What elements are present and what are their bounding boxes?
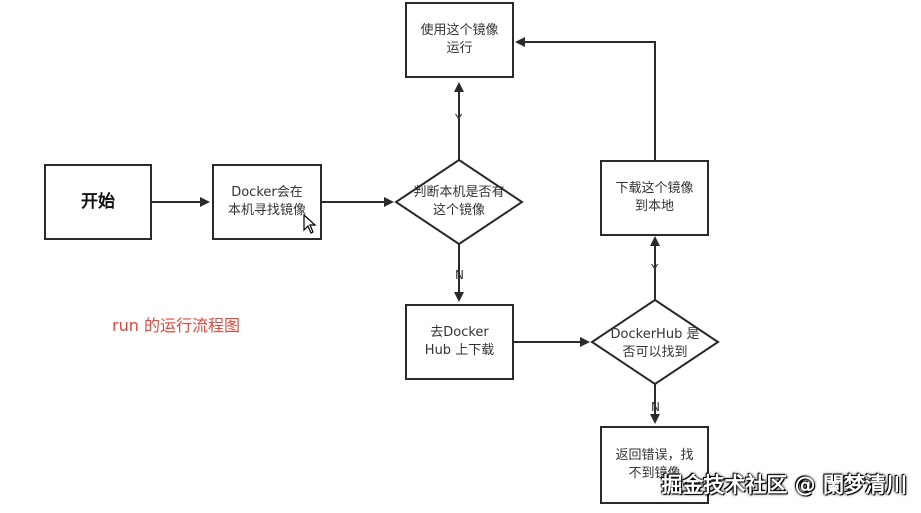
start-node: 开始 [44, 164, 152, 240]
return-error-line1: 返回错误，找 [615, 448, 694, 463]
go-dockerhub-line2: Hub 上下载 [424, 343, 495, 358]
use-image-line1: 使用这个镜像 [420, 23, 499, 38]
hub-found-decision-text: DockerHub 是 否可以找到 [600, 326, 710, 362]
start-label: 开始 [81, 192, 115, 212]
edge-label-yes-use: Y [455, 112, 463, 126]
watermark: 掘金技术社区 @ 闌梦清川 [661, 473, 907, 497]
return-error-node: 返回错误，找 不到镜像 [600, 426, 709, 504]
edge-label-no-gohub: N [455, 268, 464, 282]
has-image-line2: 这个镜像 [432, 203, 485, 218]
mouse-cursor-icon [303, 214, 317, 234]
use-image-node: 使用这个镜像 运行 [405, 2, 514, 78]
download-local-node: 下载这个镜像 到本地 [600, 160, 709, 236]
edge-download-to-use [515, 37, 656, 160]
edge-label-yes-download: Y [651, 262, 659, 276]
docker-local-search-line2: 本机寻找镜像 [227, 203, 306, 218]
docker-local-search-line1: Docker会在 [231, 185, 303, 200]
has-image-decision-text: 判断本机是否有 这个镜像 [404, 184, 514, 220]
diagram-caption: run 的运行流程图 [112, 316, 240, 335]
download-local-line1: 下载这个镜像 [615, 181, 694, 196]
use-image-line2: 运行 [446, 41, 473, 56]
hub-found-line2: 否可以找到 [622, 345, 688, 360]
go-dockerhub-line1: 去Docker [430, 325, 489, 340]
return-error-line2: 不到镜像 [628, 466, 681, 481]
has-image-line1: 判断本机是否有 [413, 185, 505, 200]
hub-found-line1: DockerHub 是 [610, 327, 700, 342]
edge-label-no-error: N [651, 400, 660, 414]
go-dockerhub-node: 去Docker Hub 上下载 [405, 304, 514, 380]
download-local-line2: 到本地 [634, 199, 674, 214]
